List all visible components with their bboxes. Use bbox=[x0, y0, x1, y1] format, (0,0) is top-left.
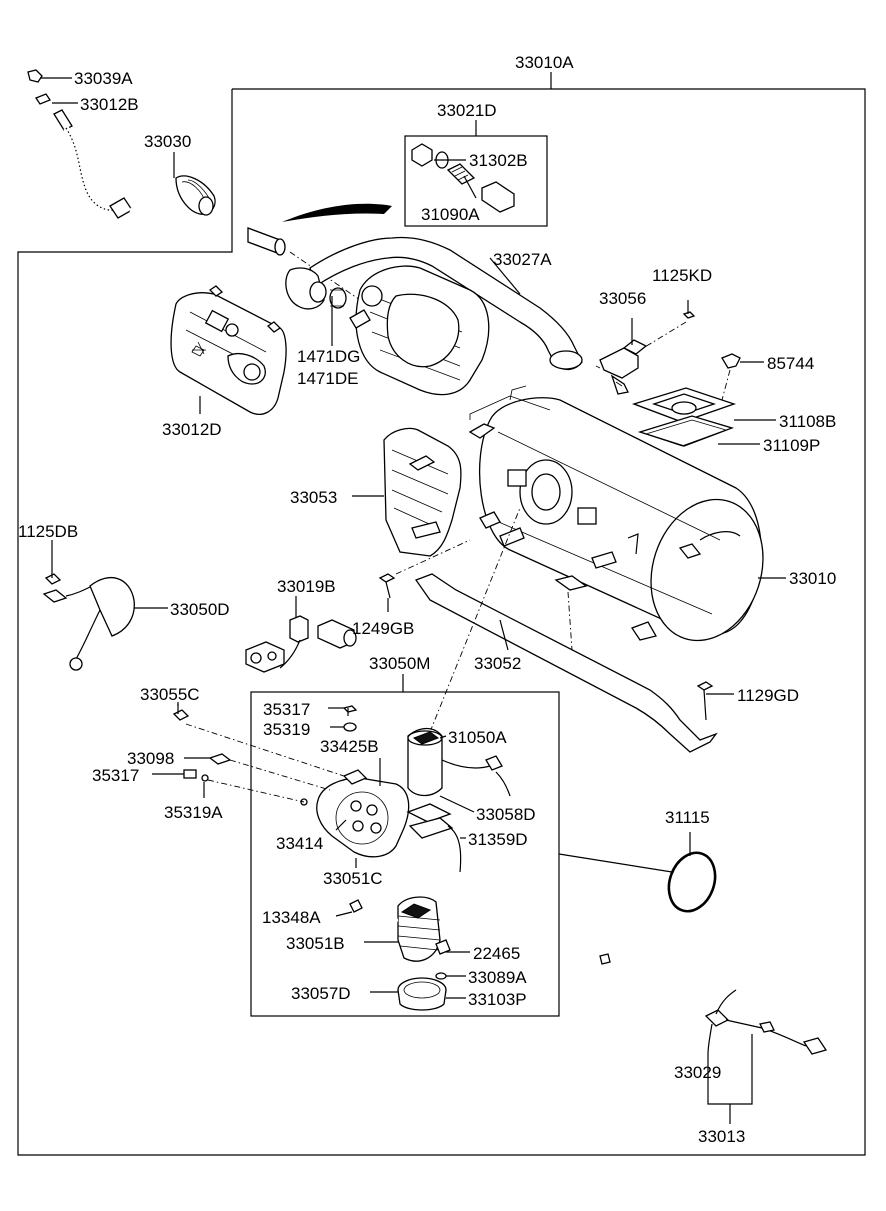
ring-33057D bbox=[397, 977, 447, 1011]
label-33055C: 33055C bbox=[140, 685, 200, 704]
strap-33052 bbox=[414, 573, 718, 753]
label-33021D: 33021D bbox=[437, 101, 497, 120]
label-33414: 33414 bbox=[276, 834, 323, 853]
label-33089A: 33089A bbox=[468, 968, 527, 987]
label-33039A: 33039A bbox=[74, 69, 133, 88]
label-31090A: 31090A bbox=[421, 205, 480, 224]
flange-33051C bbox=[201, 769, 462, 873]
label-33050M: 33050M bbox=[369, 654, 430, 673]
label-33058D: 33058D bbox=[476, 805, 536, 824]
label-33052: 33052 bbox=[474, 654, 521, 673]
label-33012D: 33012D bbox=[162, 420, 222, 439]
label-33056: 33056 bbox=[599, 289, 646, 308]
sensor-33050D bbox=[42, 566, 135, 671]
inline-filter bbox=[247, 227, 361, 301]
cover-33012D bbox=[170, 285, 287, 415]
elbow-hose bbox=[285, 267, 347, 310]
arrow-indicator bbox=[282, 203, 392, 222]
label-33010: 33010 bbox=[789, 569, 836, 588]
label-31108B: 31108B bbox=[779, 412, 836, 431]
label-33030: 33030 bbox=[144, 132, 191, 151]
label-13348A: 13348A bbox=[262, 908, 321, 927]
label-31050A: 31050A bbox=[448, 728, 507, 747]
callout-labels: 33010A 33039A 33012B 33030 33021D 31302B… bbox=[18, 53, 836, 1146]
pump-33051B bbox=[349, 896, 451, 1002]
label-1129GD: 1129GD bbox=[737, 686, 799, 705]
label-1249GB: 1249GB bbox=[352, 619, 414, 638]
label-33050D: 33050D bbox=[170, 600, 230, 619]
label-33425B: 33425B bbox=[320, 737, 379, 756]
label-31115: 31115 bbox=[665, 808, 710, 827]
valve-33019B bbox=[245, 596, 357, 673]
tank-33010 bbox=[468, 385, 764, 642]
label-22465: 22465 bbox=[473, 944, 520, 963]
label-35319: 35319 bbox=[263, 720, 310, 739]
label-33019B: 33019B bbox=[277, 577, 336, 596]
label-33027A: 33027A bbox=[493, 250, 552, 269]
filter-kit-box bbox=[404, 120, 548, 227]
label-85744: 85744 bbox=[767, 354, 814, 373]
access-cover-parts bbox=[631, 353, 741, 447]
bracket-33056 bbox=[595, 300, 696, 395]
oring-31115 bbox=[667, 851, 717, 913]
harness-33013 bbox=[599, 908, 828, 1055]
pipe-33027A bbox=[309, 236, 583, 371]
label-33098: 33098 bbox=[127, 749, 174, 768]
heat-shield-33053 bbox=[383, 427, 462, 557]
label-33051C: 33051C bbox=[323, 869, 383, 888]
label-31109P: 31109P bbox=[763, 436, 820, 455]
label-1471DG: 1471DG bbox=[297, 347, 360, 366]
label-33010A: 33010A bbox=[515, 53, 574, 72]
label-33013: 33013 bbox=[698, 1127, 745, 1146]
label-33012B: 33012B bbox=[80, 95, 139, 114]
label-33053: 33053 bbox=[290, 488, 337, 507]
filler-hose-33030 bbox=[27, 69, 216, 219]
label-33029: 33029 bbox=[674, 1063, 721, 1082]
label-31359D: 31359D bbox=[468, 830, 528, 849]
bolt-1129GD bbox=[696, 681, 714, 721]
label-35319A: 35319A bbox=[164, 803, 223, 822]
label-33057D: 33057D bbox=[291, 984, 351, 1003]
filter-31050A bbox=[407, 727, 511, 797]
bolt-1249GB bbox=[378, 539, 471, 599]
canister-housing bbox=[349, 265, 490, 396]
label-35317-left: 35317 bbox=[92, 766, 139, 785]
main-frame bbox=[17, 72, 866, 1156]
label-1125KD: 1125KD bbox=[652, 266, 712, 285]
leader-lines bbox=[40, 77, 786, 1124]
label-33103P: 33103P bbox=[468, 990, 527, 1009]
label-33051B: 33051B bbox=[286, 934, 345, 953]
label-1125DB: 1125DB bbox=[18, 522, 78, 541]
label-1471DE: 1471DE bbox=[297, 369, 358, 388]
pump-module-box bbox=[250, 507, 673, 1017]
label-35317-top: 35317 bbox=[263, 700, 310, 719]
label-31302B: 31302B bbox=[469, 151, 528, 170]
